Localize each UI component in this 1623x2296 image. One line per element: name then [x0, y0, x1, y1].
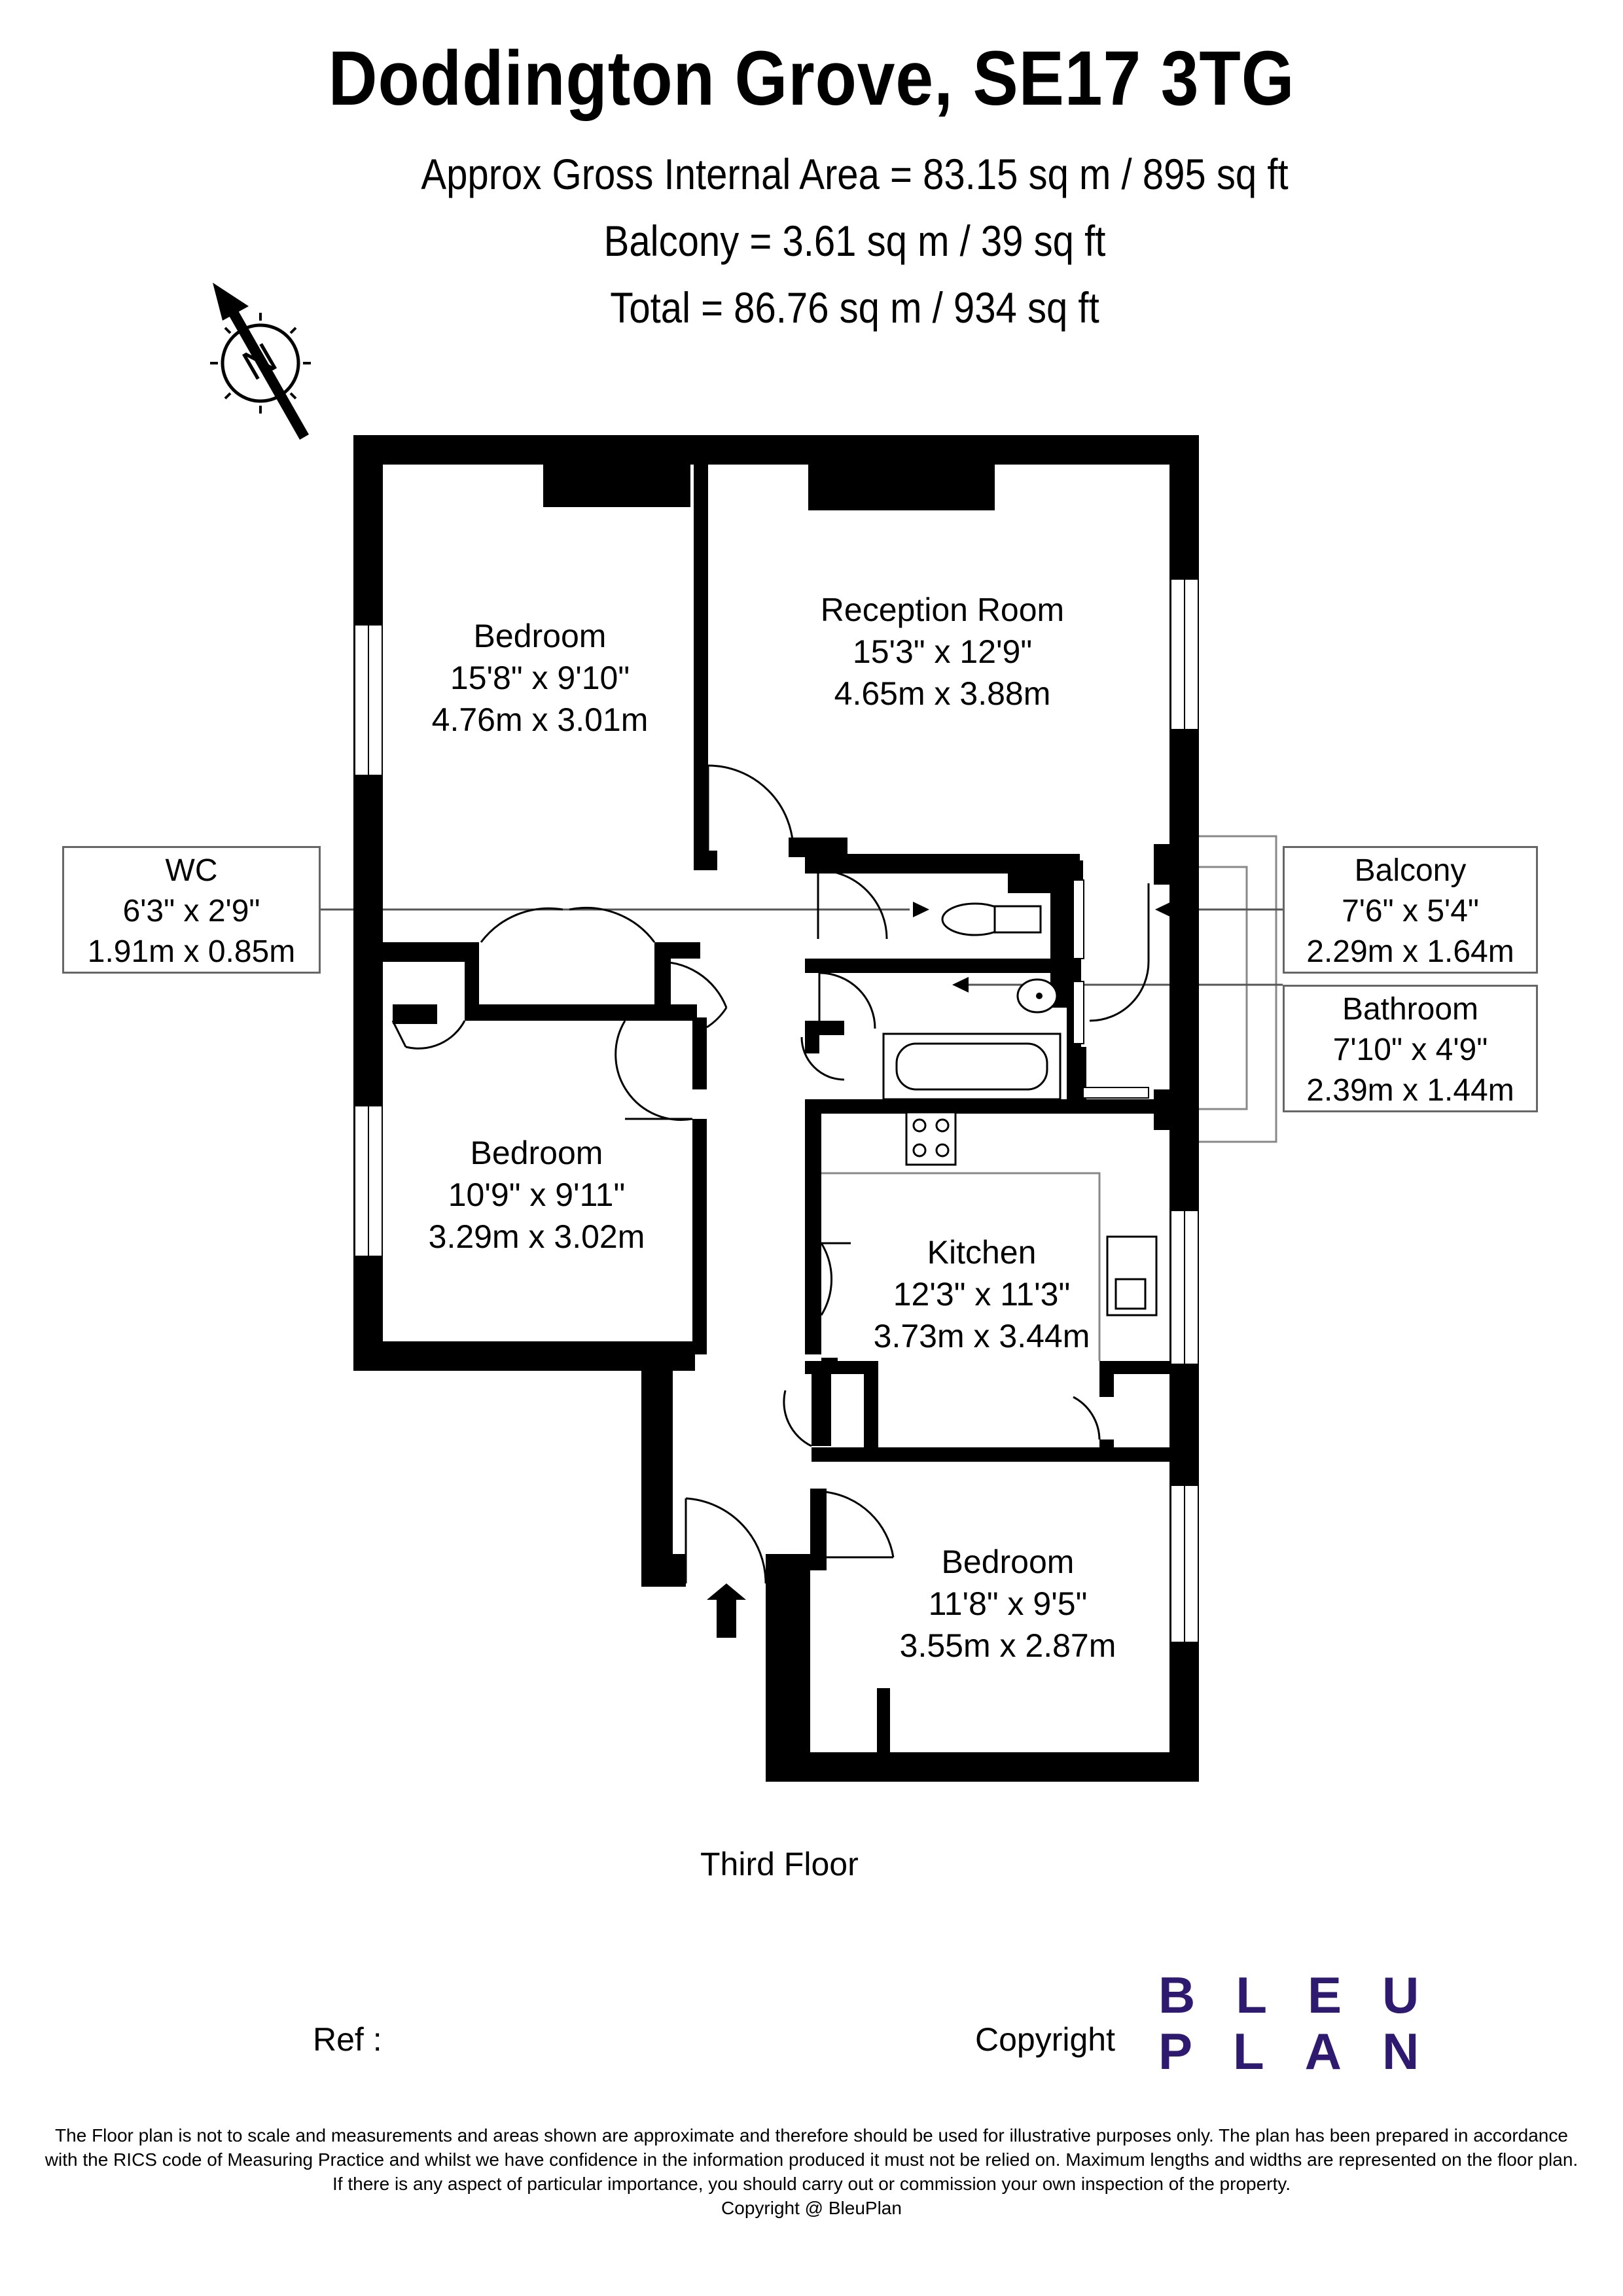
- room-name: Kitchen: [927, 1234, 1037, 1271]
- room-metric: 3.55m x 2.87m: [899, 1627, 1116, 1664]
- callout-name: WC: [165, 853, 218, 888]
- room-name: Bedroom: [473, 618, 607, 654]
- room-imperial: 11'8" x 9'5": [928, 1585, 1088, 1622]
- room-imperial: 10'9" x 9'11": [448, 1176, 626, 1213]
- room-reception: Reception Room 15'3" x 12'9" 4.65m x 3.8…: [753, 589, 1132, 715]
- disclaimer-line-1: The Floor plan is not to scale and measu…: [55, 2125, 1568, 2146]
- balcony-outline: [1199, 835, 1277, 1143]
- room-bedroom-1: Bedroom 15'8" x 9'10" 4.76m x 3.01m: [393, 615, 687, 741]
- room-name: Reception Room: [820, 592, 1065, 628]
- callout-balcony: Balcony 7'6" x 5'4" 2.29m x 1.64m: [1283, 846, 1538, 974]
- internal-walls: [376, 458, 1198, 1760]
- balcony-area-text: Balcony = 3.61 sq m / 39 sq ft: [603, 217, 1106, 265]
- total-area-text: Total = 86.76 sq m / 934 sq ft: [610, 283, 1099, 332]
- callout-imperial: 6'3" x 2'9": [122, 894, 260, 928]
- callout-wc: WC 6'3" x 2'9" 1.91m x 0.85m: [62, 846, 321, 974]
- callout-imperial: 7'6" x 5'4": [1342, 894, 1479, 928]
- page-title: Doddington Grove, SE17 3TG: [328, 35, 1295, 122]
- room-metric: 3.29m x 3.02m: [428, 1218, 645, 1255]
- gross-area-text: Approx Gross Internal Area = 83.15 sq m …: [421, 150, 1289, 198]
- copyright-label: Copyright: [975, 2021, 1115, 2058]
- room-metric: 3.73m x 3.44m: [873, 1318, 1090, 1354]
- callout-name: Balcony: [1354, 853, 1467, 888]
- callout-bathroom: Bathroom 7'10" x 4'9" 2.39m x 1.44m: [1283, 985, 1538, 1112]
- room-imperial: 15'8" x 9'10": [450, 660, 630, 696]
- callout-metric: 2.29m x 1.64m: [1306, 934, 1514, 969]
- callout-metric: 2.39m x 1.44m: [1306, 1073, 1514, 1108]
- floor-label: Third Floor: [700, 1846, 859, 1882]
- ref-label: Ref :: [313, 2021, 382, 2058]
- callout-metric: 1.91m x 0.85m: [87, 934, 296, 969]
- room-name: Bedroom: [941, 1544, 1075, 1580]
- room-name: Bedroom: [470, 1135, 603, 1171]
- entrance-arrow-icon: [707, 1583, 746, 1638]
- logo-line-1: BLEU: [1158, 1966, 1460, 2024]
- room-bedroom-2: Bedroom 10'9" x 9'11" 3.29m x 3.02m: [393, 1132, 681, 1258]
- room-bedroom-3: Bedroom 11'8" x 9'5" 3.55m x 2.87m: [870, 1541, 1145, 1667]
- disclaimer-line-4: Copyright @ BleuPlan: [721, 2198, 902, 2218]
- callout-name: Bathroom: [1342, 992, 1479, 1027]
- room-imperial: 12'3" x 11'3": [893, 1276, 1071, 1313]
- room-metric: 4.65m x 3.88m: [834, 675, 1051, 712]
- door-swings: [391, 764, 1150, 1584]
- room-imperial: 15'3" x 12'9": [852, 633, 1033, 670]
- disclaimer-line-3: If there is any aspect of particular imp…: [332, 2174, 1291, 2194]
- room-kitchen: Kitchen 12'3" x 11'3" 3.73m x 3.44m: [851, 1231, 1113, 1357]
- compass-icon: N: [210, 283, 311, 440]
- room-metric: 4.76m x 3.01m: [431, 701, 649, 738]
- callout-imperial: 7'10" x 4'9": [1332, 1033, 1488, 1067]
- logo-line-2: PLAN: [1158, 2022, 1460, 2080]
- fixtures: [821, 902, 1158, 1361]
- disclaimer-line-2: with the RICS code of Measuring Practice…: [45, 2149, 1578, 2170]
